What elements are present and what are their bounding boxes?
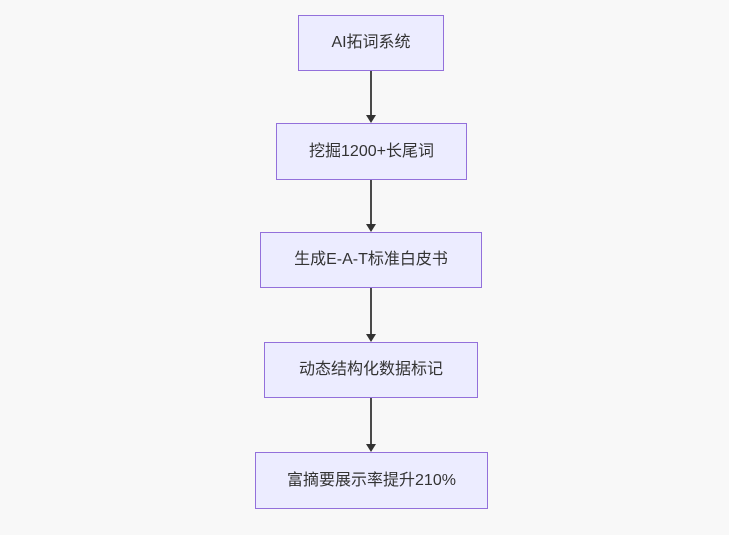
flow-arrow-3 bbox=[365, 288, 377, 342]
flow-node-5-label: 富摘要展示率提升210% bbox=[287, 471, 456, 489]
arrow-down-icon bbox=[366, 334, 376, 342]
arrow-line bbox=[370, 71, 372, 117]
arrow-down-icon bbox=[366, 224, 376, 232]
flow-node-1: AI拓词系统 bbox=[298, 15, 444, 71]
flow-arrow-2 bbox=[365, 180, 377, 232]
flow-node-5: 富摘要展示率提升210% bbox=[255, 452, 488, 509]
arrow-line bbox=[370, 398, 372, 446]
arrow-down-icon bbox=[366, 115, 376, 123]
flow-node-1-label: AI拓词系统 bbox=[331, 34, 411, 52]
flow-arrow-4 bbox=[365, 398, 377, 452]
arrow-down-icon bbox=[366, 444, 376, 452]
arrow-line bbox=[370, 180, 372, 226]
flow-node-2: 挖掘1200+长尾词 bbox=[276, 123, 467, 180]
flow-arrow-1 bbox=[365, 71, 377, 123]
flow-node-4: 动态结构化数据标记 bbox=[264, 342, 478, 398]
flow-node-2-label: 挖掘1200+长尾词 bbox=[309, 142, 434, 160]
flow-node-3-label: 生成E-A-T标准白皮书 bbox=[294, 251, 448, 269]
flow-node-4-label: 动态结构化数据标记 bbox=[298, 361, 443, 379]
flow-node-3: 生成E-A-T标准白皮书 bbox=[260, 232, 482, 288]
arrow-line bbox=[370, 288, 372, 336]
